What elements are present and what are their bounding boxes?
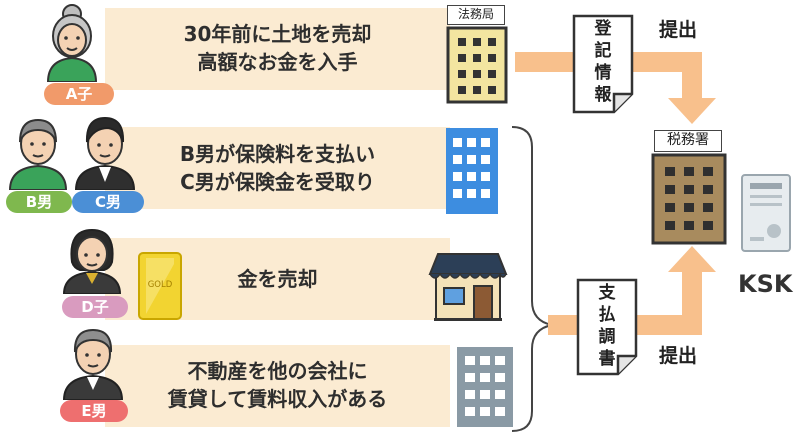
row-e-text: 不動産を他の会社に 賃貸して賃料収入がある [105, 357, 450, 413]
houmukyoku-label: 法務局 [447, 5, 505, 25]
shop-icon [428, 253, 508, 321]
houmukyoku-building-icon [446, 26, 508, 104]
submit-label-top: 提出 [659, 19, 698, 41]
person-e-icon [62, 328, 124, 400]
gray-building-icon [457, 347, 513, 427]
person-b-tag: B男 [6, 191, 72, 213]
row-a-line2: 高額なお金を入手 [197, 50, 358, 74]
row-bc-text: B男が保険料を支払い C男が保険金を受取り [105, 140, 450, 196]
row-bc-line2: C男が保険金を受取り [180, 170, 375, 194]
ksk-label: KSK [738, 270, 793, 298]
row-d-line1: 金を売却 [237, 267, 318, 291]
gold-bar-icon: GOLD [138, 252, 182, 320]
zeimusho-label: 税務署 [654, 130, 722, 152]
row-e-line2: 賃貸して賃料収入がある [167, 387, 388, 411]
person-d-tag: D子 [62, 296, 128, 318]
row-band-bc [105, 127, 450, 209]
row-band-e [105, 345, 450, 427]
row-a-text: 30年前に土地を売却 高額なお金を入手 [105, 20, 450, 76]
row-e-line1: 不動産を他の会社に [187, 359, 368, 383]
gold-label: GOLD [148, 280, 173, 290]
submit-label-bottom: 提出 [659, 345, 698, 367]
shiharai-document-label: 支払調書 [598, 283, 616, 369]
ksk-server-icon [741, 174, 791, 252]
person-a-tag: A子 [44, 83, 114, 105]
person-d-icon [62, 228, 122, 294]
row-bc-line1: B男が保険料を支払い [179, 142, 376, 166]
row-d-text: 金を売却 [105, 265, 450, 293]
shiharai-document-icon [576, 278, 638, 376]
person-b-icon [8, 118, 68, 190]
blue-building-icon [446, 128, 498, 214]
person-a-icon [46, 4, 98, 82]
zeimusho-building-icon [651, 153, 727, 245]
person-c-icon [74, 116, 136, 190]
touki-document-label: 登記情報 [594, 19, 612, 105]
touki-document-icon [572, 14, 634, 114]
person-e-tag: E男 [60, 400, 128, 422]
person-c-tag: C男 [72, 191, 144, 213]
row-band-a [105, 8, 450, 90]
row-a-line1: 30年前に土地を売却 [183, 22, 372, 46]
